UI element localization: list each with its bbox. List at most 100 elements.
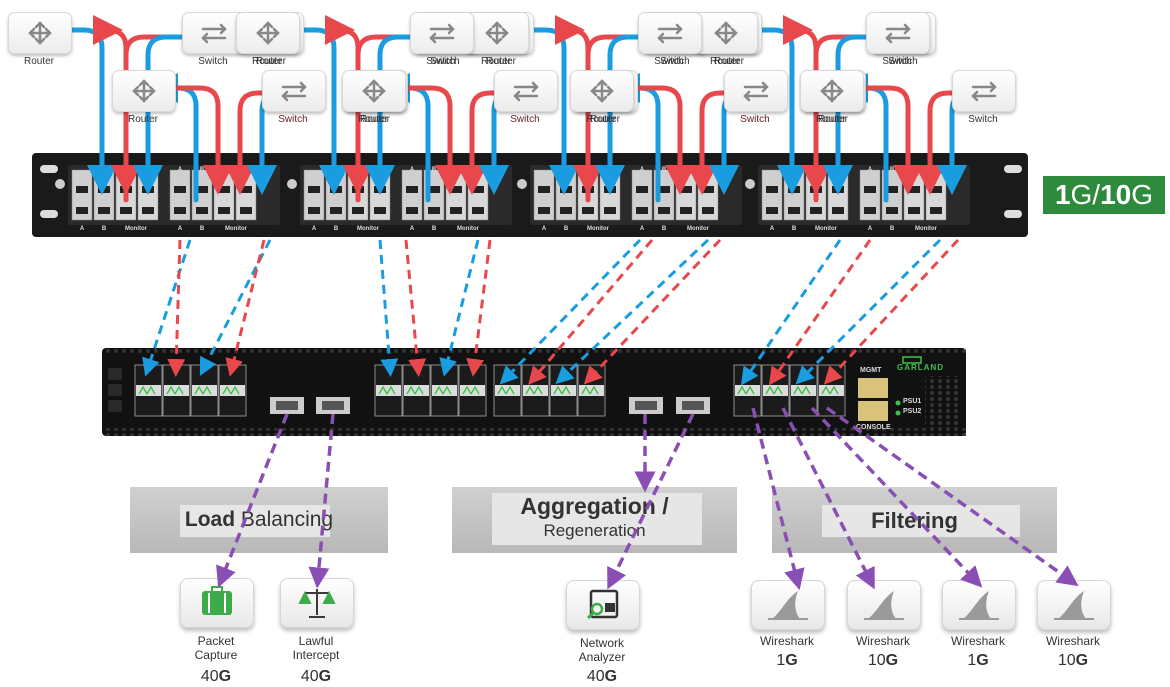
tool-packet-capture[interactable] bbox=[180, 578, 254, 628]
tool-wireshark[interactable] bbox=[942, 580, 1016, 630]
switch-label: Switch bbox=[740, 114, 770, 125]
port-a-label: A bbox=[312, 226, 317, 232]
router-device[interactable] bbox=[570, 70, 634, 112]
port-b-label: B bbox=[792, 226, 797, 232]
switch-label: Switch bbox=[198, 56, 228, 67]
mgmt-label: MGMT bbox=[860, 367, 882, 374]
link-path bbox=[915, 90, 961, 195]
switch-device[interactable] bbox=[410, 12, 474, 54]
speed-value: 1 bbox=[967, 652, 977, 669]
link-path bbox=[595, 34, 651, 195]
dashed-link bbox=[528, 239, 654, 385]
router-device[interactable] bbox=[112, 70, 176, 112]
switch-device[interactable] bbox=[952, 70, 1016, 112]
tool-wireshark[interactable] bbox=[751, 580, 825, 630]
switch-label: Switch bbox=[654, 56, 684, 67]
port-a-label: A bbox=[178, 167, 183, 173]
aggregation-bar: Aggregation / Regeneration bbox=[452, 487, 737, 553]
tool-speed: 40G bbox=[261, 668, 371, 686]
link-path bbox=[687, 90, 733, 195]
router-label: Router bbox=[23, 56, 54, 67]
switch-device[interactable] bbox=[262, 70, 326, 112]
balancing-label: Balancing bbox=[235, 508, 334, 531]
switch-device[interactable] bbox=[182, 12, 246, 54]
switch-label: Switch bbox=[968, 114, 998, 125]
router-label: Router bbox=[815, 114, 846, 125]
link-path bbox=[225, 90, 271, 195]
tool-name-line2: Capture bbox=[194, 648, 238, 662]
switch-device[interactable] bbox=[638, 12, 702, 54]
dashed-link bbox=[439, 239, 480, 377]
switch-device[interactable] bbox=[494, 70, 558, 112]
dashed-link bbox=[555, 238, 710, 385]
link-path bbox=[457, 90, 503, 195]
router-device[interactable] bbox=[800, 70, 864, 112]
dashed-link bbox=[768, 239, 872, 386]
monitor-label: Monitor bbox=[225, 167, 248, 173]
speed-unit: G bbox=[785, 652, 798, 669]
dashed-link bbox=[404, 239, 427, 377]
badge-1: 1 bbox=[1054, 179, 1071, 210]
tool-wireshark[interactable] bbox=[1037, 580, 1111, 630]
link-path bbox=[573, 34, 643, 195]
tool-speed: 40G bbox=[547, 668, 657, 686]
router-label: Router bbox=[251, 56, 282, 67]
router-device[interactable] bbox=[694, 12, 758, 54]
switch-label: Switch bbox=[882, 56, 912, 67]
monitor-label: Monitor bbox=[687, 226, 710, 232]
port-a-label: A bbox=[868, 226, 873, 232]
port-b-label: B bbox=[662, 226, 667, 232]
router-device[interactable] bbox=[465, 12, 529, 54]
router-device[interactable] bbox=[342, 70, 406, 112]
tool-lawful-intercept[interactable] bbox=[280, 578, 354, 628]
router-device[interactable] bbox=[236, 12, 300, 54]
port-b-label: B bbox=[432, 226, 437, 232]
tool-network-analyzer[interactable] bbox=[566, 580, 640, 630]
speed-value: 40 bbox=[586, 668, 605, 685]
filtering-label: Filtering bbox=[871, 508, 958, 533]
port-b-label: B bbox=[564, 226, 569, 232]
router-label: Router bbox=[357, 114, 388, 125]
port-b-label: B bbox=[200, 167, 205, 173]
router-label: Router bbox=[359, 114, 390, 125]
link-path bbox=[133, 34, 189, 195]
router-label: Router bbox=[817, 114, 848, 125]
port-a-label: A bbox=[868, 167, 873, 173]
regeneration-label: Regeneration bbox=[543, 521, 646, 540]
tool-name-line1: Wireshark bbox=[855, 634, 910, 648]
port-b-label: B bbox=[890, 167, 895, 173]
load-balancing-bar: Load Balancing bbox=[130, 487, 388, 553]
dashed-link bbox=[167, 239, 186, 377]
tool-name-line1: Network bbox=[579, 636, 624, 650]
tool-speed: 10G bbox=[1018, 652, 1128, 670]
dashed-link bbox=[795, 238, 942, 385]
switch-label: Switch bbox=[660, 56, 690, 67]
tool-name: Wireshark bbox=[828, 634, 938, 648]
router-label: Router bbox=[709, 56, 740, 67]
switch-device[interactable] bbox=[724, 70, 788, 112]
psu2-label: PSU2 bbox=[903, 408, 922, 415]
port-a-label: A bbox=[640, 226, 645, 232]
tool-wireshark[interactable] bbox=[847, 580, 921, 630]
port-a-label: A bbox=[80, 226, 85, 232]
switch-device[interactable] bbox=[866, 12, 930, 54]
tool-name-line1: Packet bbox=[197, 634, 235, 648]
router-label: Router bbox=[713, 56, 744, 67]
speed-value: 40 bbox=[300, 668, 319, 685]
monitor-label: Monitor bbox=[587, 226, 610, 232]
dashed-link bbox=[583, 238, 722, 385]
speed-unit: G bbox=[218, 668, 232, 685]
router-device[interactable] bbox=[8, 12, 72, 54]
switch-label: Switch bbox=[430, 56, 460, 67]
port-b-label: B bbox=[890, 226, 895, 232]
load-label: Load bbox=[184, 508, 236, 531]
dashed-link bbox=[740, 239, 842, 386]
router-label: Router bbox=[127, 114, 158, 125]
monitor-label: Monitor bbox=[225, 226, 248, 232]
speed-value: 10 bbox=[1057, 652, 1076, 669]
port-a-label: A bbox=[410, 167, 415, 173]
